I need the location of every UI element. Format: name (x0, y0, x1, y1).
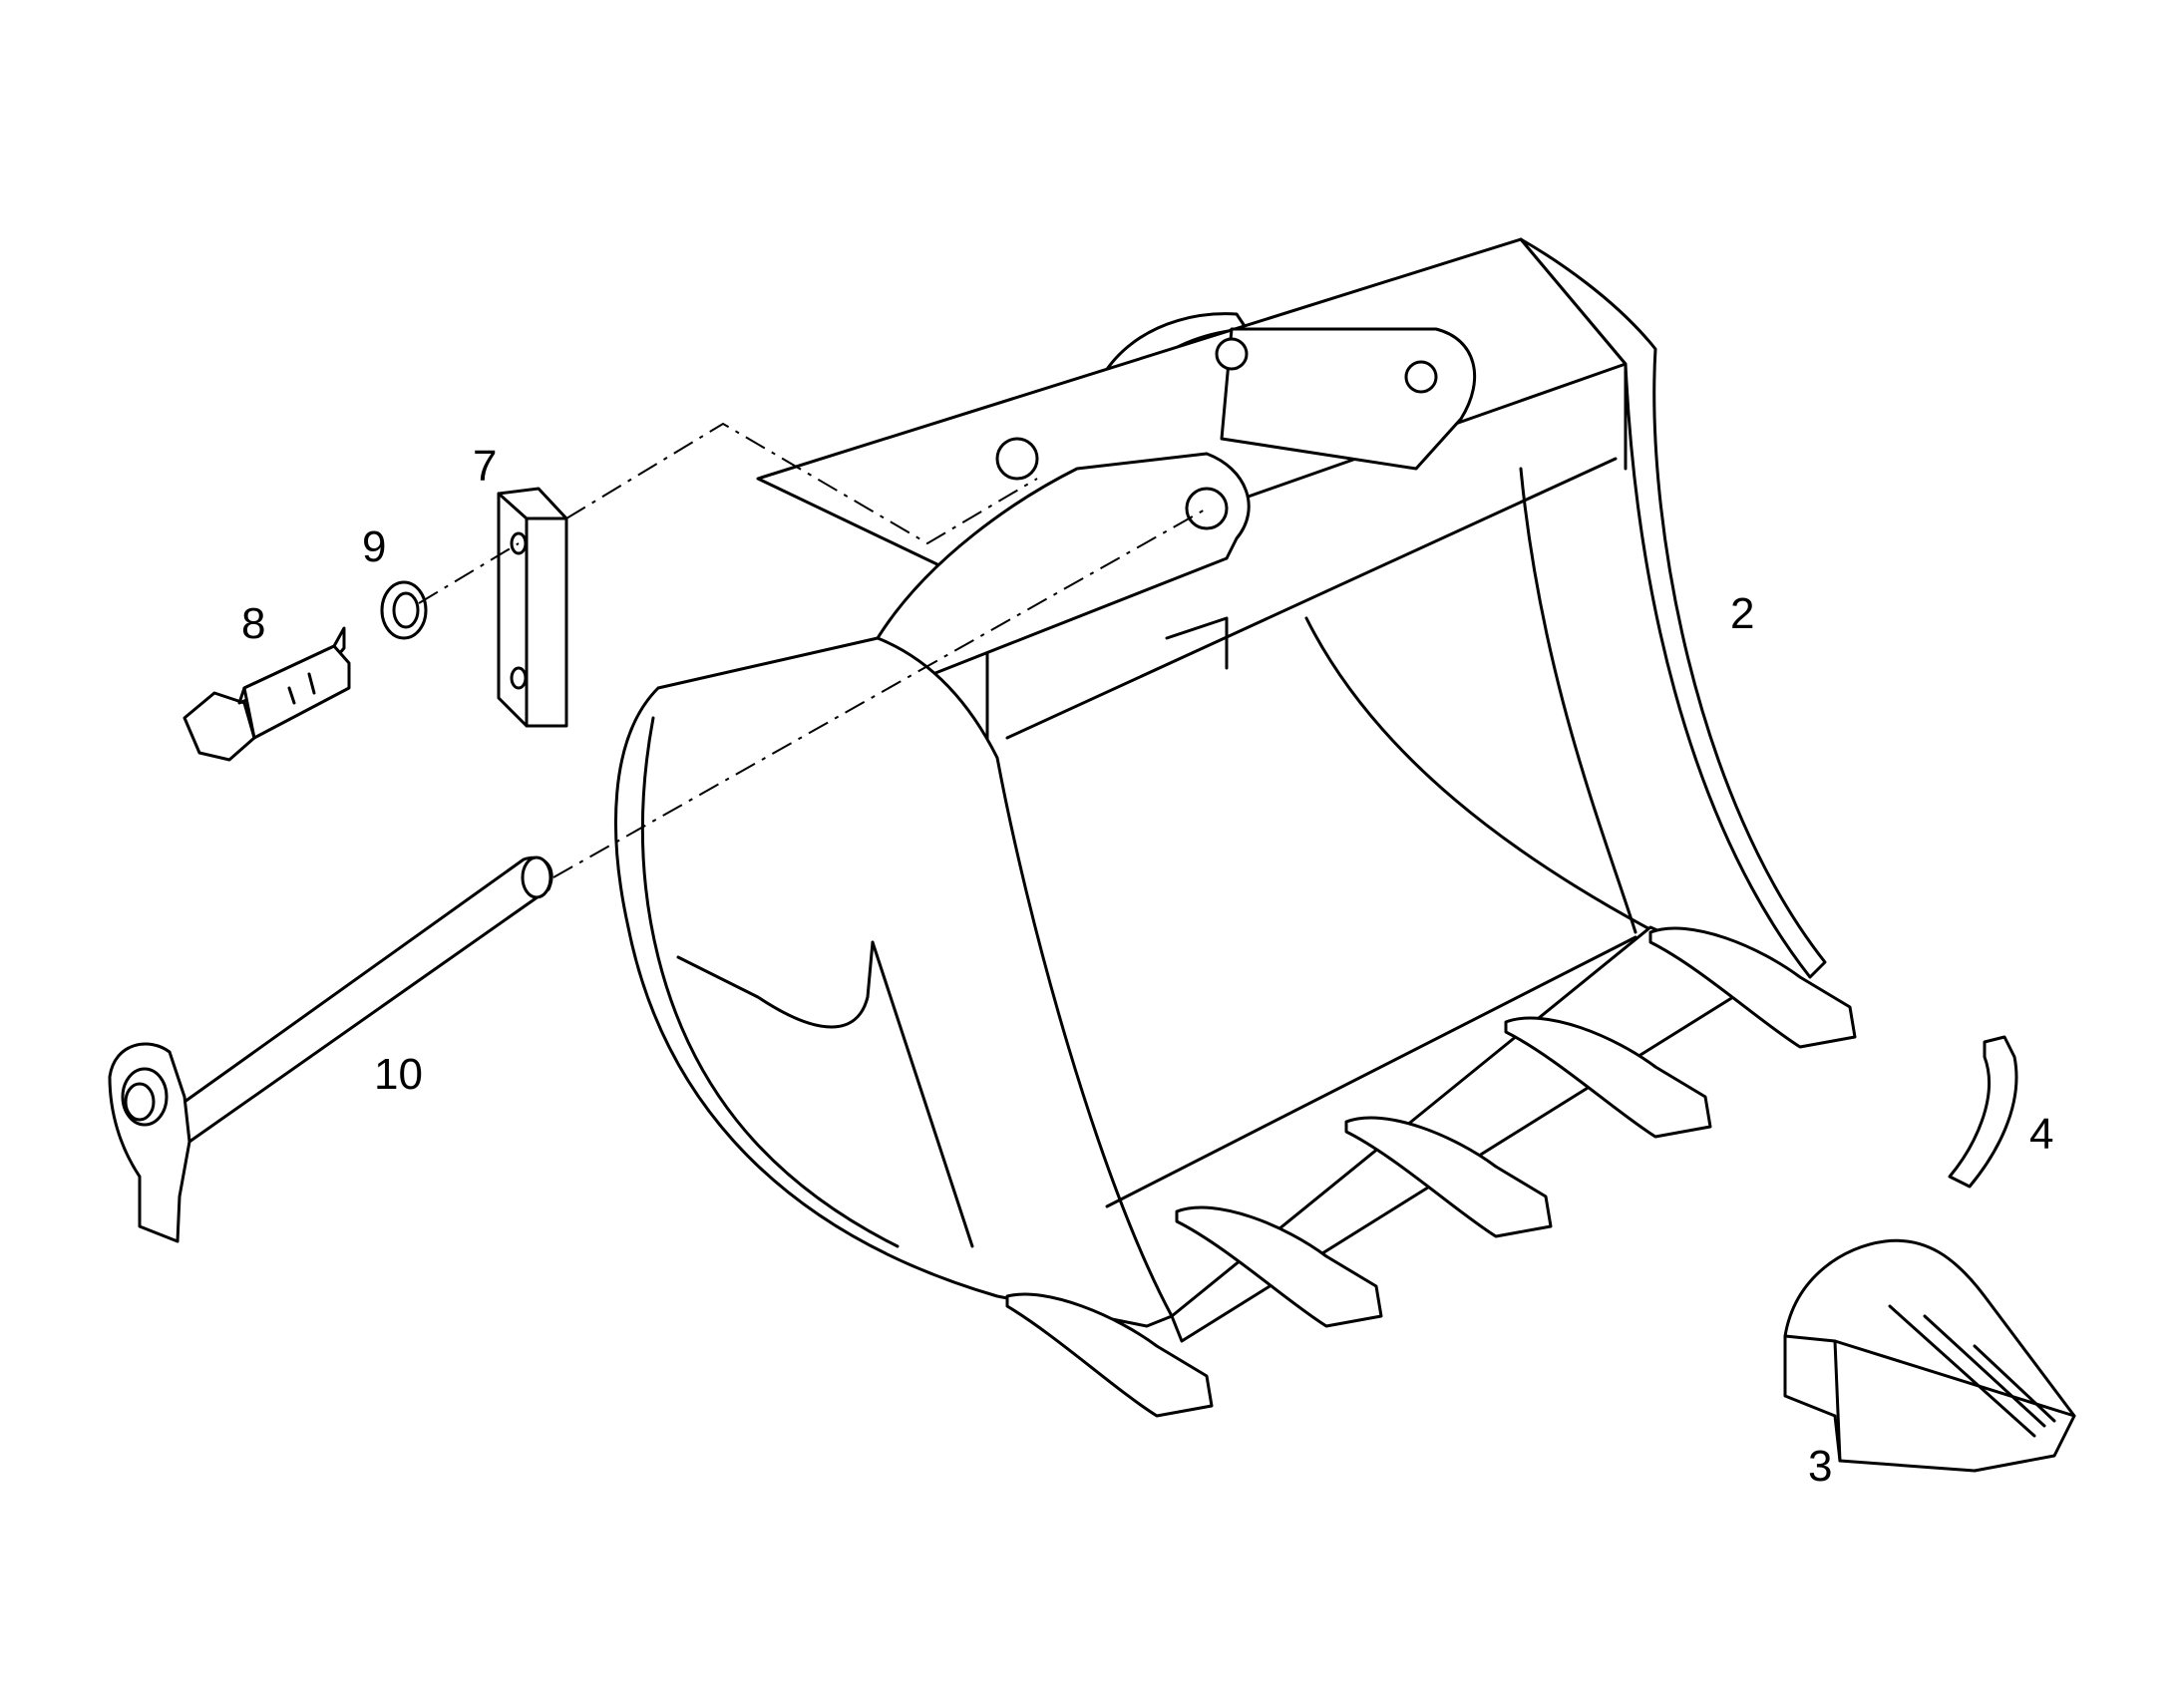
callout-9: 9 (362, 522, 386, 571)
plate-part-7 (497, 487, 568, 728)
bucket-part-2 (614, 237, 1827, 1343)
callout-2: 2 (1730, 589, 1754, 638)
teeth-row (1005, 926, 1857, 1418)
callout-3: 3 (1808, 1442, 1832, 1491)
callout-7: 7 (473, 442, 497, 491)
washer-part-9 (380, 580, 428, 640)
tooth-part-3 (1783, 1238, 2076, 1473)
retainer-part-4 (1948, 1035, 2018, 1189)
callout-8: 8 (241, 599, 265, 648)
bolt-part-8 (182, 626, 351, 762)
pin-part-10 (108, 855, 553, 1243)
callout-10: 10 (374, 1050, 423, 1099)
assembly-lines (418, 422, 1208, 878)
callout-4: 4 (2029, 1110, 2053, 1159)
